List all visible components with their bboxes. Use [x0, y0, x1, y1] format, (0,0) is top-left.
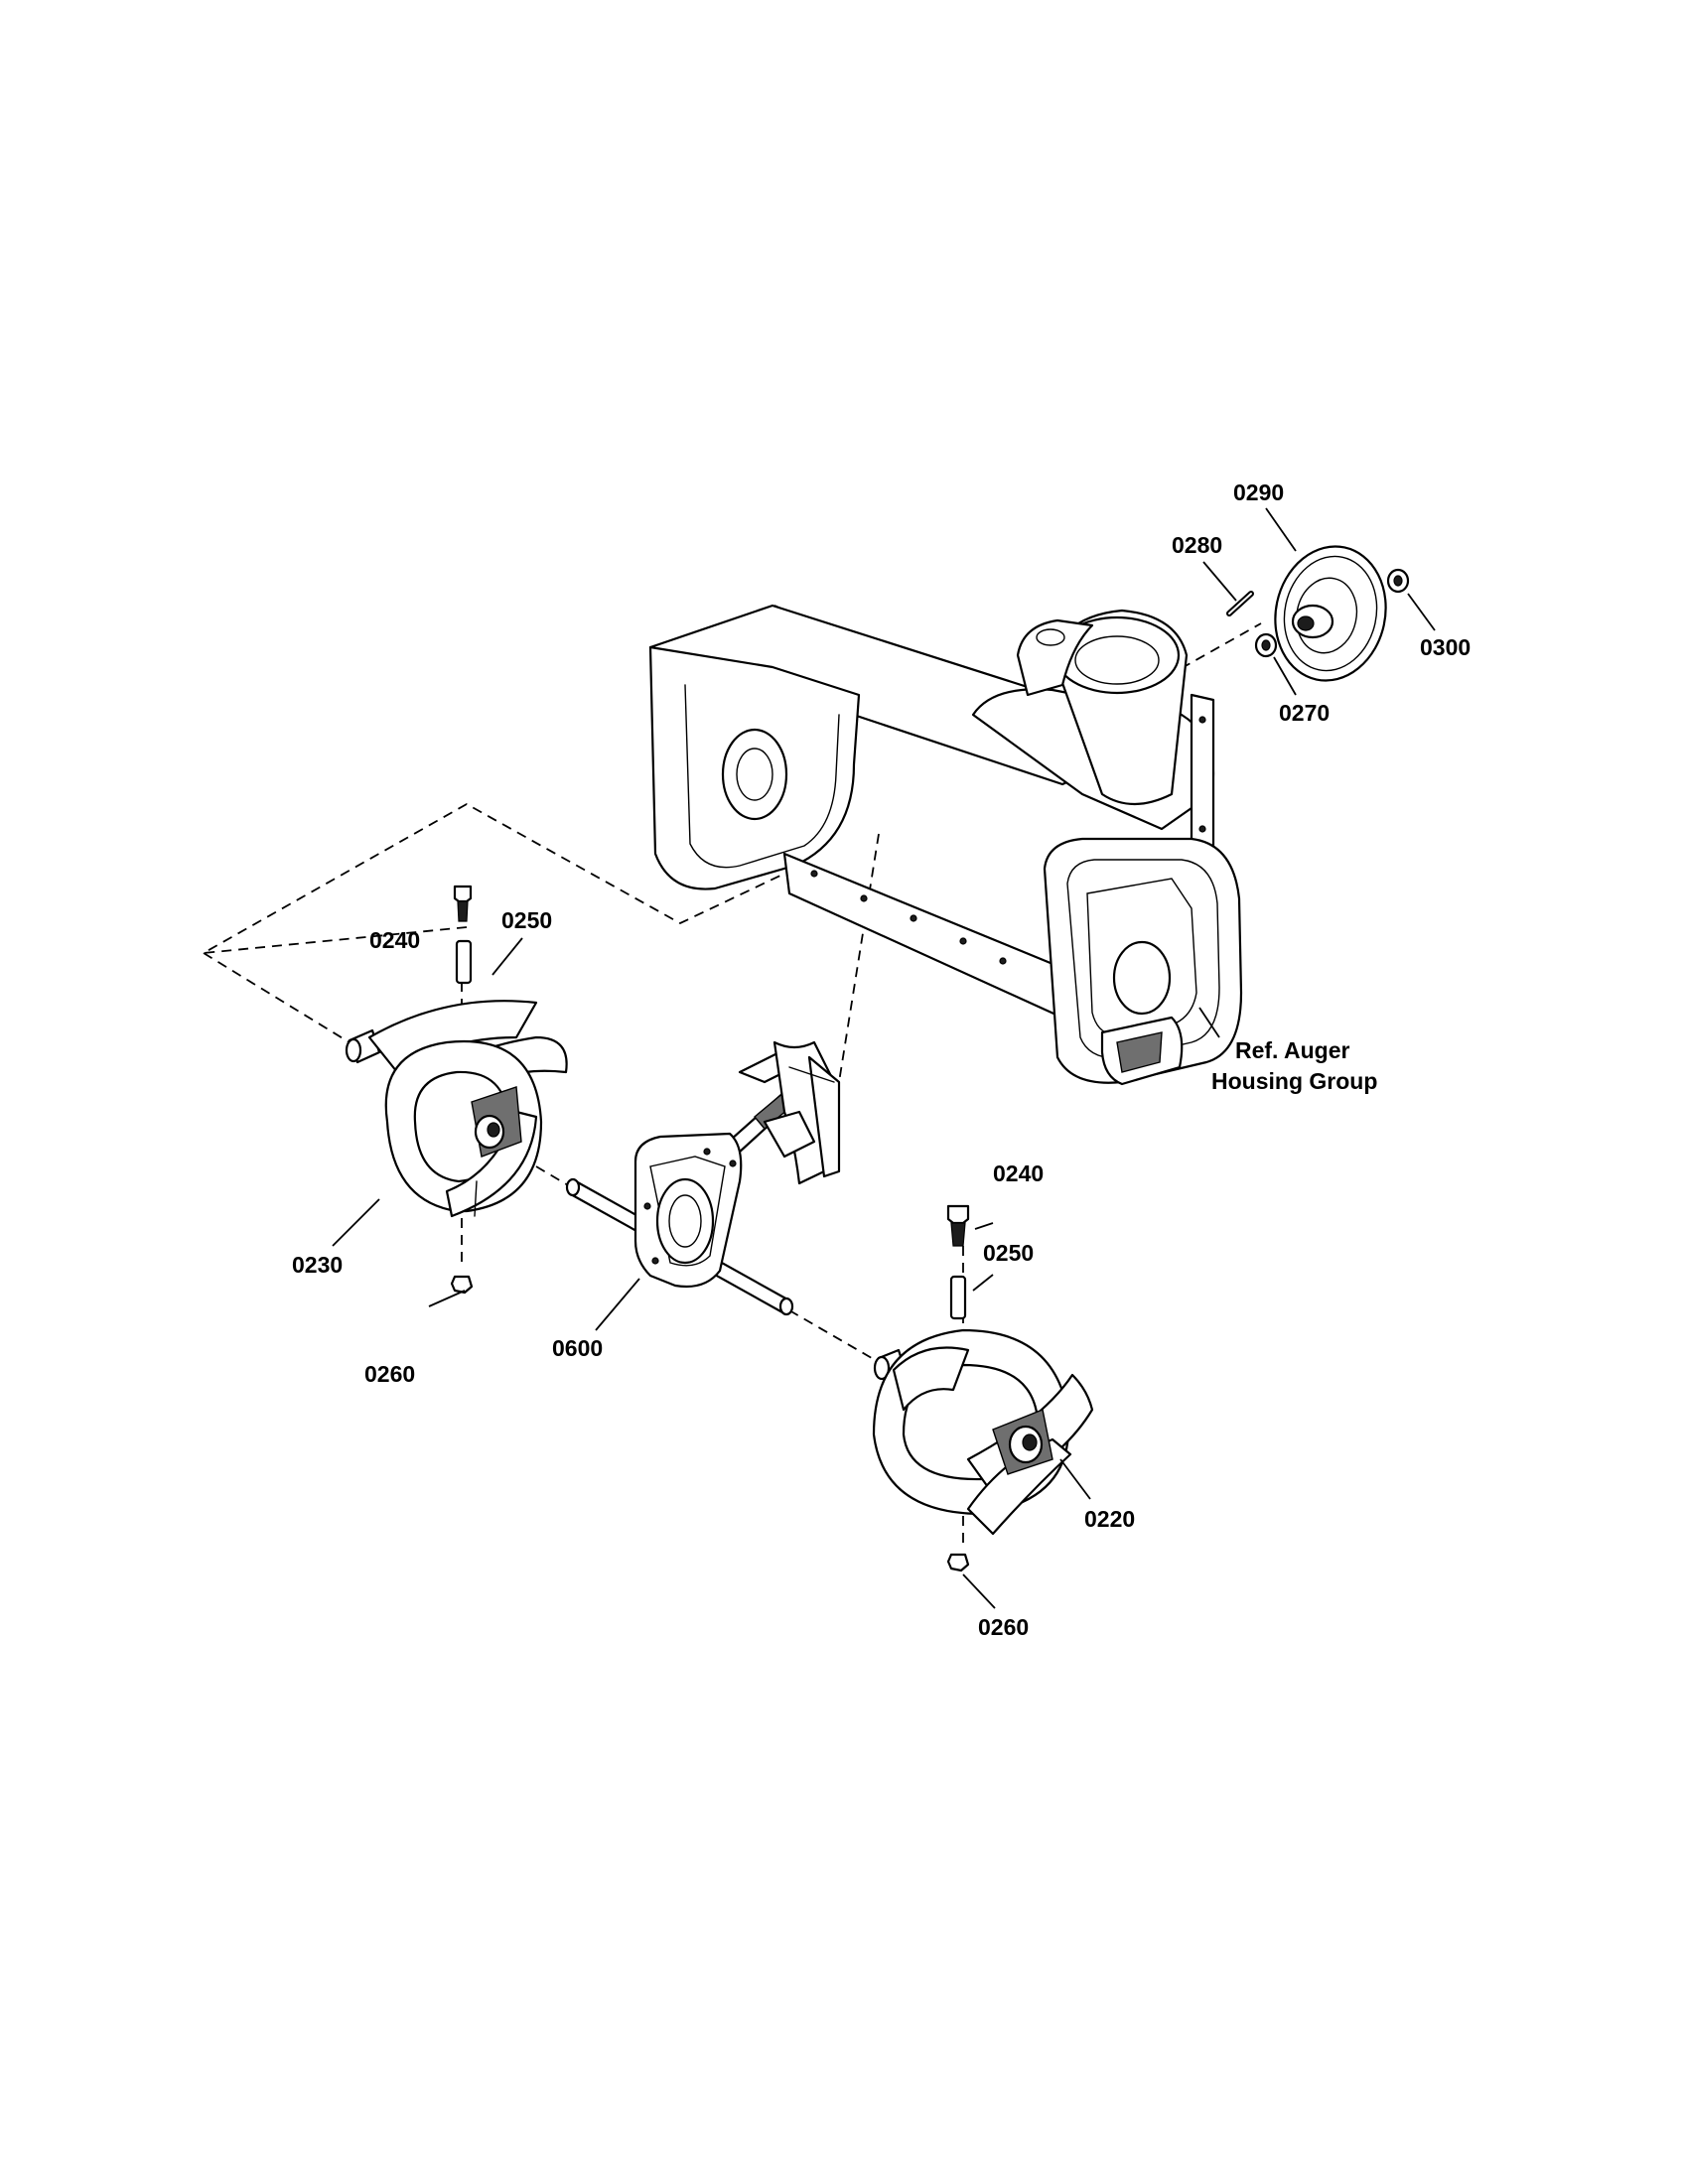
reference-note-line1: Ref. Auger: [1235, 1037, 1349, 1063]
left-auger-assembly: [345, 885, 568, 1295]
callout-0600: 0600: [552, 1335, 603, 1361]
callout-0250-left: 0250: [501, 907, 552, 933]
callout-0260-right: 0260: [978, 1614, 1029, 1640]
right-auger-assembly: [872, 1204, 1094, 1572]
callout-0260-left: 0260: [364, 1361, 415, 1387]
callout-labels: 0290 0280 0300 0270 0240 0250 0230 0260 …: [292, 479, 1471, 1640]
gearbox-assembly: [565, 1040, 841, 1316]
reference-note-line2: Housing Group: [1211, 1068, 1377, 1094]
callout-0270: 0270: [1279, 700, 1330, 726]
callout-leaders: [332, 507, 1436, 1609]
callout-0240-right: 0240: [993, 1160, 1044, 1186]
callout-0240-left: 0240: [369, 927, 420, 953]
callout-0220: 0220: [1084, 1506, 1135, 1532]
pulley-group: [1226, 545, 1410, 682]
callout-0250-right: 0250: [983, 1240, 1034, 1266]
auger-housing: [648, 604, 1243, 1086]
callout-0300: 0300: [1420, 634, 1471, 660]
callout-0290: 0290: [1233, 479, 1284, 505]
callout-0230: 0230: [292, 1252, 343, 1278]
callout-0280: 0280: [1172, 532, 1222, 558]
